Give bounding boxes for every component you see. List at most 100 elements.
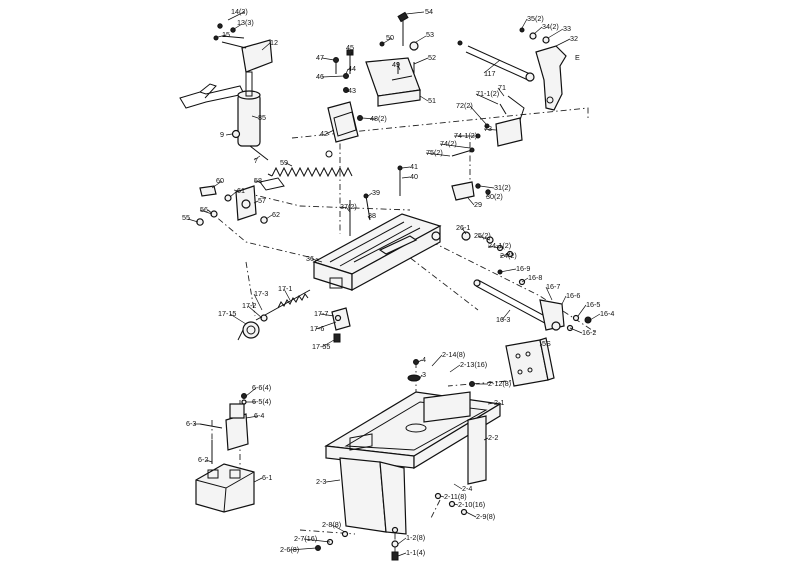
label-2-7-16: 2-7(16) [294, 534, 317, 543]
label-4: 4 [422, 355, 426, 364]
label-6-5-4: 6-5(4) [252, 397, 271, 406]
label-1-1-4: 1-1(4) [406, 548, 425, 557]
label-6-3: 6-3 [186, 419, 196, 428]
arm-assembly-32 [457, 27, 567, 111]
label-40: 40 [410, 172, 418, 181]
label-2-6-8: 2-6(8) [280, 545, 299, 554]
label-56: 56 [200, 205, 208, 214]
label-37-2: 37(2) [340, 202, 357, 211]
label-2-11-8: 2-11(8) [444, 492, 467, 501]
label-71: 71 [498, 83, 506, 92]
label-71-1-2: 71-1(2) [476, 89, 499, 98]
label-31-2: 31(2) [494, 183, 511, 192]
label-32: 32 [570, 34, 578, 43]
label-16-2: 16-2 [582, 328, 596, 337]
label-2-2: 2-2 [488, 433, 498, 442]
label-46: 46 [316, 72, 324, 81]
control-box-5S [505, 337, 555, 387]
label-6-4: 6-4 [254, 411, 264, 420]
label-41: 41 [410, 162, 418, 171]
label-2-8-8: 2-8(8) [322, 520, 341, 529]
label-13-3: 13(3) [237, 18, 254, 27]
shaft-16-3 [461, 231, 592, 332]
label-60: 60 [216, 176, 224, 185]
lead-screw-17 [237, 289, 351, 343]
label-12: 12 [270, 38, 278, 47]
label-24-1-2: 24-1(2) [488, 241, 511, 250]
label-16-7: 16-7 [546, 282, 560, 291]
label-26-1: 26-1 [456, 223, 470, 232]
label-2-13-16: 2-13(16) [460, 360, 487, 369]
label-6-6-4: 6-6(4) [252, 383, 271, 392]
label-17-15: 17-15 [218, 309, 236, 318]
arm-32 [535, 45, 567, 111]
label-2-9-8: 2-9(8) [476, 512, 495, 521]
label-85: 85 [258, 113, 266, 122]
label-2-3: 2-3 [316, 477, 326, 486]
label-2-12-8: 2-12(8) [488, 379, 511, 388]
label-7: 7 [254, 156, 258, 165]
label-33: 33 [563, 24, 571, 33]
bracket-42 [327, 49, 363, 143]
label-3: 3 [422, 370, 426, 379]
label-51: 51 [428, 96, 436, 105]
label-29: 29 [474, 200, 482, 209]
label-16-9: 16-9 [516, 264, 530, 273]
label-17-2: 17-2 [242, 301, 256, 310]
cover-51 [365, 11, 421, 107]
label-73: 73 [484, 124, 492, 133]
base-cabinet-2 [315, 359, 502, 561]
label-36: 36 [306, 254, 314, 263]
label-1-2-8: 1-2(8) [406, 533, 425, 542]
label-25-2: 25(2) [474, 231, 491, 240]
label-74-1-2: 74-1(2) [454, 131, 477, 140]
label-55: 55 [182, 213, 190, 222]
label-74-2: 74(2) [440, 139, 457, 148]
label-16-8: 16-8 [528, 273, 542, 282]
label-2-4: 2-4 [462, 484, 472, 493]
label-16-5: 16-5 [586, 300, 600, 309]
main-bed-36 [312, 193, 442, 292]
label-2-1: 2-1 [494, 398, 504, 407]
label-30-2: 30(2) [486, 192, 503, 201]
label-48-2: 48(2) [370, 114, 387, 123]
label-17-55: 17-55 [312, 342, 330, 351]
label-54: 54 [425, 7, 433, 16]
label-6-1: 6-1 [262, 473, 272, 482]
label-17-1: 17-1 [278, 284, 292, 293]
label-57: 57 [258, 196, 266, 205]
label-24-2: 24(2) [500, 251, 517, 260]
label-16-6: 16-6 [566, 291, 580, 300]
label-62: 62 [272, 210, 280, 219]
handwheel-17-15 [242, 321, 260, 339]
label-17-3: 17-3 [254, 289, 268, 298]
cylinder-85 [237, 93, 261, 147]
label-59: 59 [280, 158, 288, 167]
label-58: 58 [254, 176, 262, 185]
label-16-4: 16-4 [600, 309, 614, 318]
spring-59 [267, 150, 353, 178]
label-42: 42 [320, 129, 328, 138]
label-34-2: 34(2) [542, 22, 559, 31]
label-49: 49 [392, 60, 400, 69]
label-61: 61 [237, 186, 245, 195]
left-clamp-parts [196, 177, 285, 226]
label-16-3: 16-3 [496, 315, 510, 324]
label-2-10-16: 2-10(16) [458, 500, 485, 509]
label-43: 43 [348, 86, 356, 95]
label-6-2: 6-2 [198, 455, 208, 464]
label-38: 38 [368, 211, 376, 220]
bracket-73 [451, 95, 525, 157]
label-44: 44 [348, 64, 356, 73]
label-17-7: 17-7 [314, 309, 328, 318]
lever-assembly [179, 23, 273, 161]
label-14-3: 14(3) [231, 7, 248, 16]
label-E: E [575, 53, 580, 62]
label-47: 47 [316, 53, 324, 62]
bracket-29 [397, 165, 491, 201]
label-75-2: 75(2) [426, 148, 443, 157]
label-35-2: 35(2) [527, 14, 544, 23]
label-15: 15 [222, 30, 230, 39]
label-9: 9 [220, 130, 224, 139]
part-labels: 14(3) 13(3) 15 12 85 9 7 59 47 45 44 46 … [182, 7, 614, 557]
